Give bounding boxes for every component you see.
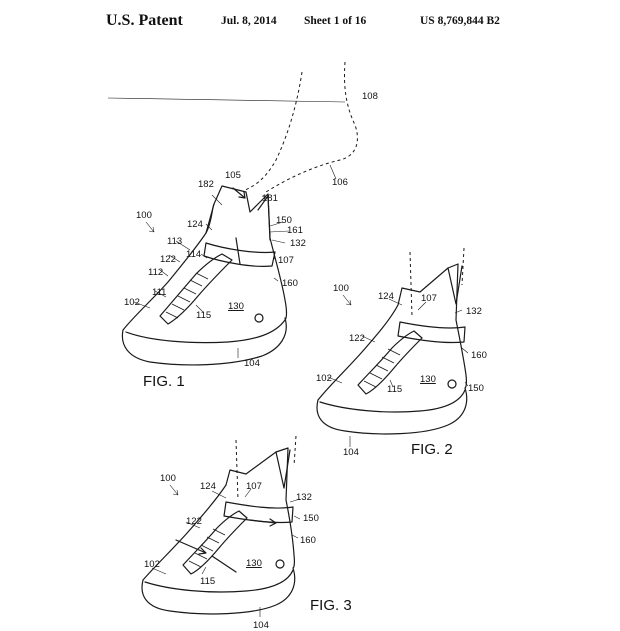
svg-text:115: 115 (387, 384, 402, 395)
svg-text:113: 113 (167, 236, 182, 247)
svg-text:122: 122 (160, 254, 176, 265)
svg-text:112: 112 (148, 267, 163, 278)
svg-text:124: 124 (187, 219, 203, 230)
svg-text:130: 130 (246, 558, 262, 569)
svg-text:150: 150 (303, 513, 319, 524)
patent-number: US 8,769,844 B2 (420, 15, 500, 27)
fig2-sole (316, 387, 468, 435)
figure-2: 124 107 132 122 160 102 115 130 150 104 … (316, 247, 487, 458)
fig1-upper (122, 185, 288, 331)
svg-text:132: 132 (466, 306, 482, 317)
svg-text:114: 114 (186, 249, 201, 260)
svg-text:102: 102 (316, 373, 332, 384)
svg-text:161: 161 (287, 225, 303, 236)
svg-text:122: 122 (349, 333, 365, 344)
svg-text:100: 100 (136, 210, 152, 221)
svg-text:107: 107 (421, 293, 437, 304)
figure-3: 124 107 132 150 122 160 130 102 115 104 … (141, 435, 352, 631)
fig2-label: FIG. 2 (411, 441, 453, 458)
svg-text:130: 130 (420, 374, 436, 385)
svg-text:102: 102 (124, 297, 140, 308)
svg-text:107: 107 (278, 255, 294, 266)
svg-text:132: 132 (296, 492, 312, 503)
svg-text:106: 106 (332, 177, 348, 188)
svg-text:182: 182 (198, 179, 214, 190)
svg-text:100: 100 (160, 473, 176, 484)
fig3-upper (142, 447, 296, 581)
svg-text:102: 102 (144, 559, 160, 570)
patent-date: Jul. 8, 2014 (221, 15, 277, 27)
fig3-strap (223, 501, 294, 524)
svg-text:130: 130 (228, 301, 244, 312)
sheet-number: Sheet 1 of 16 (304, 15, 367, 27)
fig1-label: FIG. 1 (143, 373, 185, 390)
svg-text:100: 100 (333, 283, 349, 294)
svg-text:111: 111 (152, 287, 166, 298)
fig3-sole (141, 567, 296, 615)
svg-text:115: 115 (196, 310, 211, 321)
svg-text:160: 160 (282, 278, 298, 289)
fig1-sole (121, 317, 287, 366)
svg-text:150: 150 (276, 215, 292, 226)
fig2-upper (317, 263, 468, 401)
svg-text:105: 105 (225, 170, 241, 181)
svg-text:104: 104 (244, 358, 260, 369)
svg-text:124: 124 (378, 291, 394, 302)
svg-text:104: 104 (343, 447, 359, 458)
fig1-leg-outline (244, 61, 358, 193)
svg-text:115: 115 (200, 576, 215, 587)
svg-text:104: 104 (253, 620, 269, 631)
svg-text:107: 107 (246, 481, 262, 492)
svg-text:124: 124 (200, 481, 216, 492)
fig1-strap (203, 242, 276, 267)
svg-text:132: 132 (290, 238, 306, 249)
fig2-strap (397, 321, 466, 344)
svg-text:150: 150 (468, 383, 484, 394)
figure-1: 108 106 105 182 181 124 150 161 132 113 … (107, 61, 378, 390)
svg-text:108: 108 (362, 91, 378, 102)
svg-text:181: 181 (262, 193, 278, 204)
svg-text:122: 122 (186, 516, 202, 527)
fig3-label: FIG. 3 (310, 597, 352, 614)
patent-label: U.S. Patent (106, 12, 183, 29)
svg-text:160: 160 (471, 350, 487, 361)
svg-text:160: 160 (300, 535, 316, 546)
fig1-heel-feature (254, 313, 264, 323)
